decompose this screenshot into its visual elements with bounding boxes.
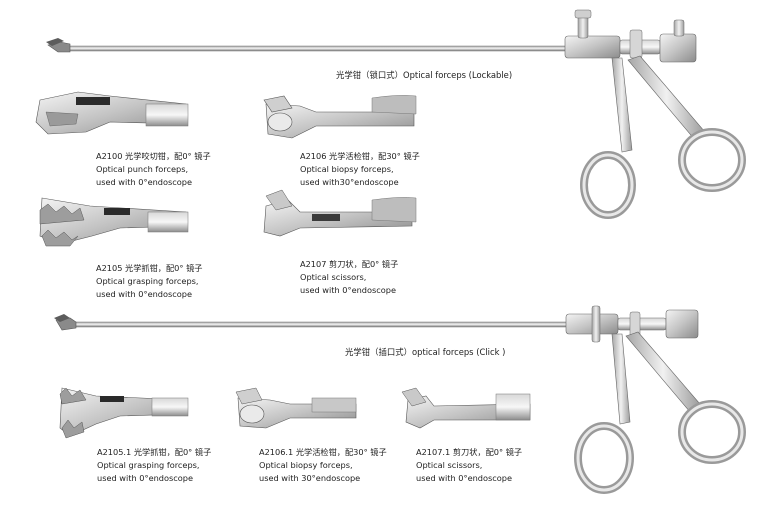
moving-handle [627,55,706,141]
caption-line: A2105.1 光学抓钳，配0° 镜子 [97,447,212,457]
light-post [673,19,685,37]
caption-line: used with30°endoscope [300,177,399,187]
lock-ring [629,29,643,59]
moving-handle [625,331,701,413]
title-click: 光学钳（插口式）optical forceps (Click ) [345,347,506,357]
caption-line: A2107.1 剪刀状，配0° 镜子 [416,447,523,457]
caption-line: used with 30°endoscope [259,473,361,483]
fixed-handle [611,57,633,153]
caption-line: A2106 光学活检钳，配30° 镜子 [300,151,420,161]
instrument-click [54,305,746,494]
caption-line: Optical grasping forceps, [97,460,200,470]
caption-line: Optical biopsy forceps, [259,460,353,470]
caption-line: used with 0°endoscope [300,285,397,295]
caption-a2106: A2106 光学活检钳，配30° 镜子 Optical biopsy force… [300,150,420,189]
eyepiece-tube [617,317,667,331]
caption-line: Optical scissors, [416,460,483,470]
caption-line: Optical biopsy forceps, [300,164,394,174]
detail-a2107 [263,189,417,237]
caption-line: Optical grasping forceps, [96,276,199,286]
shaft [59,45,571,52]
caption-a2100: A2100 光学咬切钳，配0° 镜子 Optical punch forceps… [96,150,211,189]
fixed-handle [611,333,631,425]
instrument-lockable [46,9,746,219]
jaw-upper [46,38,64,46]
caption-a2105: A2105 光学抓钳，配0° 镜子 Optical grasping force… [96,262,202,301]
detail-a2107-1 [401,387,531,429]
caption-a2107-1: A2107.1 剪刀状，配0° 镜子 Optical scissors, use… [416,446,522,485]
eyepiece [659,33,697,63]
click-ring [591,305,601,343]
detail-a2100 [35,91,189,135]
shaft [69,321,571,328]
caption-line: A2100 光学咬切钳，配0° 镜子 [96,151,211,161]
caption-line: used with 0°endoscope [416,473,513,483]
caption-line: Optical punch forceps, [96,164,189,174]
caption-line: A2107 剪刀状，配0° 镜子 [300,259,399,269]
caption-a2106-1: A2106.1 光学活检钳，配30° 镜子 Optical biopsy for… [259,446,387,485]
detail-a2105 [39,197,189,247]
caption-line: used with 0°endoscope [96,289,193,299]
caption-line: used with 0°endoscope [96,177,193,187]
caption-a2107: A2107 剪刀状，配0° 镜子 Optical scissors, used … [300,258,398,297]
caption-line: A2105 光学抓钳，配0° 镜子 [96,263,203,273]
detail-a2105-1 [59,387,189,439]
caption-line: used with 0°endoscope [97,473,194,483]
caption-a2105-1: A2105.1 光学抓钳，配0° 镜子 Optical grasping for… [97,446,211,485]
title-lockable: 光学钳（锁口式）Optical forceps (Lockable) [336,70,513,80]
valve-cap [574,9,592,19]
body-block [564,35,621,59]
caption-line: A2106.1 光学活检钳，配30° 镜子 [259,447,387,457]
jaw-upper [54,314,70,322]
caption-line: Optical scissors, [300,272,367,282]
detail-a2106 [263,95,417,139]
eyepiece [665,309,699,339]
detail-a2106-1 [235,387,357,429]
